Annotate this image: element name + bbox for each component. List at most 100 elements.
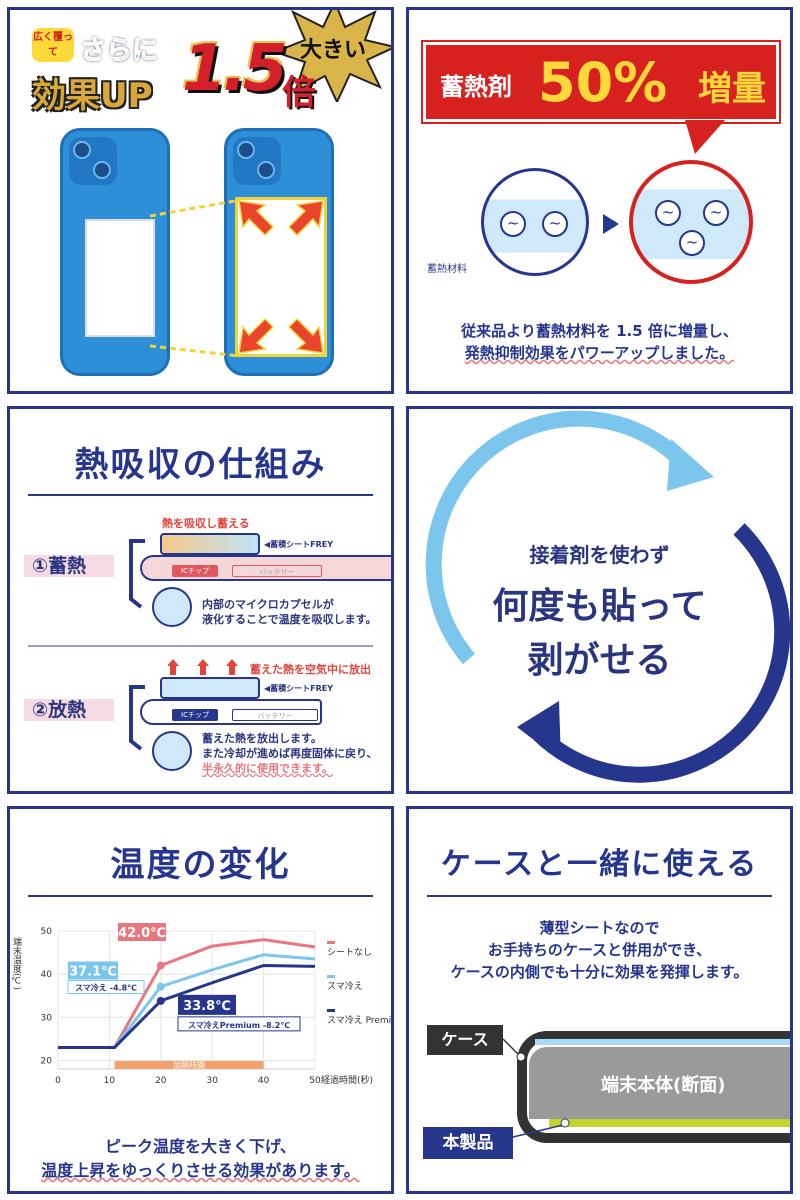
y-tick-label: 50 (41, 927, 53, 937)
description-line-1: 従来品より蓄熱材料を 1.5 倍に増量し、 (461, 322, 738, 340)
protective-film (535, 1039, 790, 1045)
legend-swatch (327, 975, 335, 978)
material-label: 蓄熱材料 (427, 264, 467, 275)
device-body-label: 端末本体(断面) (601, 1075, 726, 1096)
panel-case-compatible: ケースと一緒に使える 薄型シートなので お手持ちのケースと併用ができ、 ケースの… (406, 806, 793, 1194)
banner-label: 蓄熱剤 (440, 73, 512, 101)
x-tick-label: 10 (104, 1076, 116, 1086)
step2-desc-line3: 半永久的に使用できます。 (202, 762, 333, 775)
y-tick-label: 40 (41, 970, 53, 980)
x-tick-label: 0 (55, 1076, 61, 1086)
step2-capsule-circle (152, 731, 192, 771)
starburst-text: 大きい (300, 38, 367, 63)
cover-badge: 広く覆って (32, 28, 74, 62)
peak-point (156, 996, 165, 1005)
series-line-2 (58, 963, 316, 1049)
panel-mechanism: 熱吸収の仕組み 熱を吸収し蓄える ◀蓄積シートFREY ICチップ バッテリー … (7, 406, 394, 794)
temperature-title: 温度の変化 (110, 845, 291, 885)
step1-sheet-tag: ◀蓄積シートFREY (264, 540, 334, 549)
no-adhesive-text: 接着剤を使わず (529, 543, 670, 567)
description-line-2: 発熱抑制効果をパワーアップしました。 (464, 344, 735, 362)
legend-swatch (327, 1009, 335, 1012)
y-tick-label: 20 (41, 1056, 53, 1066)
starburst-icon (275, 10, 391, 102)
phone-after-illustration (224, 128, 334, 376)
peak-none-label: 42.0℃ (118, 926, 166, 941)
step2-chip: ICチップ (172, 709, 218, 721)
x-tick-label: 20 (155, 1076, 167, 1086)
legend-swatch (327, 941, 335, 944)
arrow-right-icon (603, 214, 619, 234)
step2-down-arrow-icon (129, 685, 145, 751)
case-desc-line3: ケースの内側でも十分に効果を発揮します。 (450, 963, 749, 981)
peak-none-box (118, 923, 166, 941)
increase-banner: 蓄熱剤 50% 増量 (423, 42, 779, 122)
effect-up-text: 効果UP (32, 76, 153, 116)
x-tick-label: 30 (206, 1076, 218, 1086)
dashed-guide-lines (150, 200, 240, 358)
step2-description: 蓄えた熱を放出します。 また冷却が進めば再度固体に戻り、 半永久的に使用できます… (202, 731, 378, 776)
legend-label: シートなし (327, 947, 372, 958)
step2-label: ②放熱 (24, 699, 114, 721)
step1-battery: バッテリー (232, 565, 322, 577)
peak-premium-box (178, 994, 236, 1015)
case-title: ケースと一緒に使える (440, 847, 759, 882)
device-body: 端末本体(断面) (529, 1047, 790, 1119)
peak-point (156, 982, 165, 991)
step2-battery: バッテリー (232, 709, 318, 721)
large-sheet (235, 197, 327, 357)
case-desc-line1: 薄型シートなので (539, 919, 660, 937)
panel-coverage: 広く覆って さらに 効果UP 大きい 1.5 倍 (7, 7, 394, 394)
peak-premium-label: 33.8℃ (183, 999, 231, 1014)
summary-line1: ピーク温度を大きく下げ、 (105, 1137, 296, 1156)
panel-reusable: 接着剤を使わず 何度も貼って 剥がせる (406, 406, 793, 794)
step2-desc-line2: また冷却が進めば再度固体に戻り、 (202, 747, 378, 760)
step1-description: 内部のマイクロカプセルが 液化することで温度を吸収します。 (202, 597, 377, 627)
step2-caption: 蓄えた熱を空気中に放出 (250, 663, 371, 676)
reusable-text-line2: 剥がせる (527, 640, 672, 681)
temperature-chart: 0 10 20 30 40 50 20 30 40 50 端末温度(℃) 経過時間(秒) 加熱時間 シート… (11, 923, 391, 1086)
y-axis-label: 端末温度(℃) (11, 936, 22, 990)
expand-arrows-icon (238, 200, 324, 354)
summary-line2: 温度上昇をゆっくりさせる効果があります。 (41, 1161, 360, 1180)
x-tick-label: 40 (258, 1076, 270, 1086)
bai-text: 倍 (282, 73, 316, 113)
step1-down-arrow-icon (129, 539, 145, 609)
heating-time-label: 加熱時間 (173, 1060, 205, 1070)
title-divider (427, 895, 772, 897)
x-tick-label: 50 (309, 1076, 321, 1086)
case-description: 薄型シートなので お手持ちのケースと併用ができ、 ケースの内側でも十分に効果を発… (409, 917, 790, 983)
step1-chip: ICチップ (172, 565, 218, 577)
step1-caption: 熱を吸収し蓄える (162, 517, 250, 530)
product-label: 本製品 (423, 1127, 513, 1159)
step2-desc-line1: 蓄えた熱を放出します。 (202, 732, 322, 745)
panel-temperature-change: 温度の変化 0 10 20 30 40 50 20 30 40 50 端末温度(℃) 経過時間(秒) 加… (7, 806, 394, 1194)
step2-device (140, 699, 322, 725)
legend-label: スマ冷え Premium (327, 1014, 391, 1026)
sarani-text: さらに (79, 36, 159, 67)
case-label: ケース (427, 1025, 503, 1055)
before-circle: ~~ (481, 168, 589, 276)
phone-before-illustration (60, 128, 170, 376)
step-divider (28, 645, 373, 647)
mechanism-title: 熱吸収の仕組み (74, 445, 327, 485)
y-tick-label: 30 (41, 1013, 53, 1023)
panel-material-increase: 蓄熱剤 50% 増量 ~~ ~~~ 蓄熱材料 従来品より蓄熱材料を 1.5 倍に… (406, 7, 793, 394)
reusable-text-line1: 何度も貼って (492, 586, 707, 627)
banner-pointer (685, 120, 725, 154)
diff-sumahie-box (67, 980, 145, 994)
step2-sheet-tag: ◀蓄積シートFREY (264, 684, 334, 693)
diff-premium-box (177, 1016, 301, 1032)
step1-label: ①蓄熱 (24, 555, 114, 577)
peak-sumahie-label: 37.1℃ (69, 965, 117, 980)
x-axis-label: 経過時間(秒) (321, 1074, 373, 1086)
chart-summary: ピーク温度を大きく下げ、 温度上昇をゆっくりさせる効果があります。 (10, 1135, 391, 1183)
diff-sumahie-label: スマ冷え -4.8℃ (75, 983, 137, 993)
step1-capsule-circle (152, 587, 192, 627)
after-circle: ~~~ (629, 160, 753, 284)
peak-sumahie-box (68, 961, 118, 980)
title-divider (28, 895, 373, 897)
case-cross-section (517, 1031, 790, 1143)
leader-lines (503, 1038, 570, 1138)
banner-suffix: 増量 (698, 69, 766, 109)
